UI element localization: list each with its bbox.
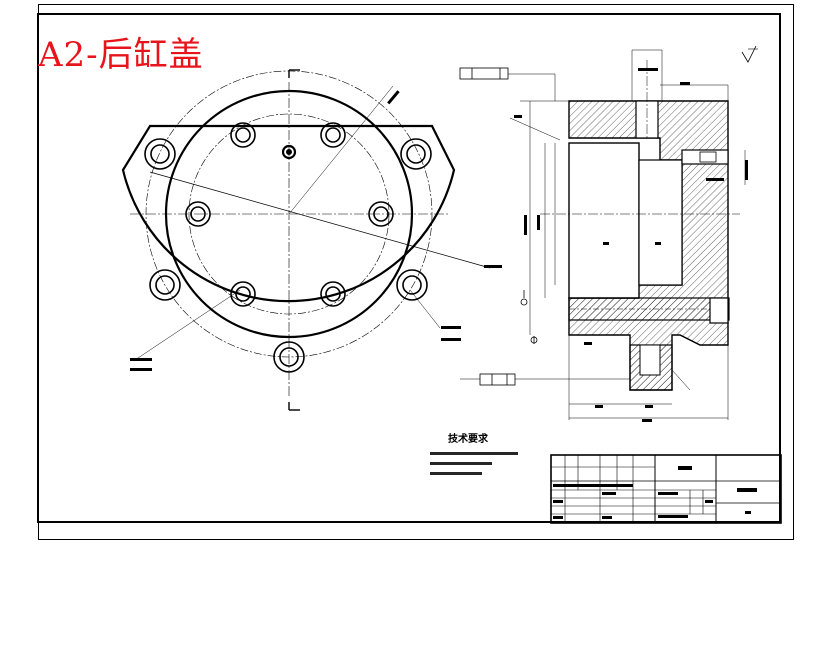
leader-bottom-right bbox=[409, 289, 441, 329]
leader-diameter-top bbox=[288, 85, 394, 215]
annotation-marks bbox=[130, 68, 748, 422]
inner-bolt-holes bbox=[185, 122, 394, 307]
section-arrow-top bbox=[288, 69, 300, 78]
port-hole bbox=[281, 144, 297, 160]
technical-requirements bbox=[430, 452, 518, 475]
drawing-frame bbox=[37, 13, 781, 523]
roughness-symbol bbox=[741, 45, 757, 63]
geometric-tolerance-frame-top bbox=[459, 67, 509, 80]
section-arrow-bottom bbox=[288, 402, 300, 411]
flange-outline bbox=[121, 124, 456, 303]
inner-bore bbox=[568, 142, 640, 299]
leader-bottom-left bbox=[134, 289, 241, 361]
drawing-title: A2-后缸盖 bbox=[38, 35, 204, 75]
geometric-tolerance-frame-bottom bbox=[479, 373, 516, 386]
tech-requirements-title: 技术要求 bbox=[448, 434, 488, 445]
section-line bbox=[149, 171, 491, 269]
front-view bbox=[121, 69, 491, 411]
outer-flange-holes bbox=[144, 138, 432, 373]
datum-symbols bbox=[520, 290, 538, 344]
title-block-marks bbox=[553, 466, 757, 519]
section-view bbox=[459, 45, 758, 420]
side-port bbox=[709, 297, 729, 324]
